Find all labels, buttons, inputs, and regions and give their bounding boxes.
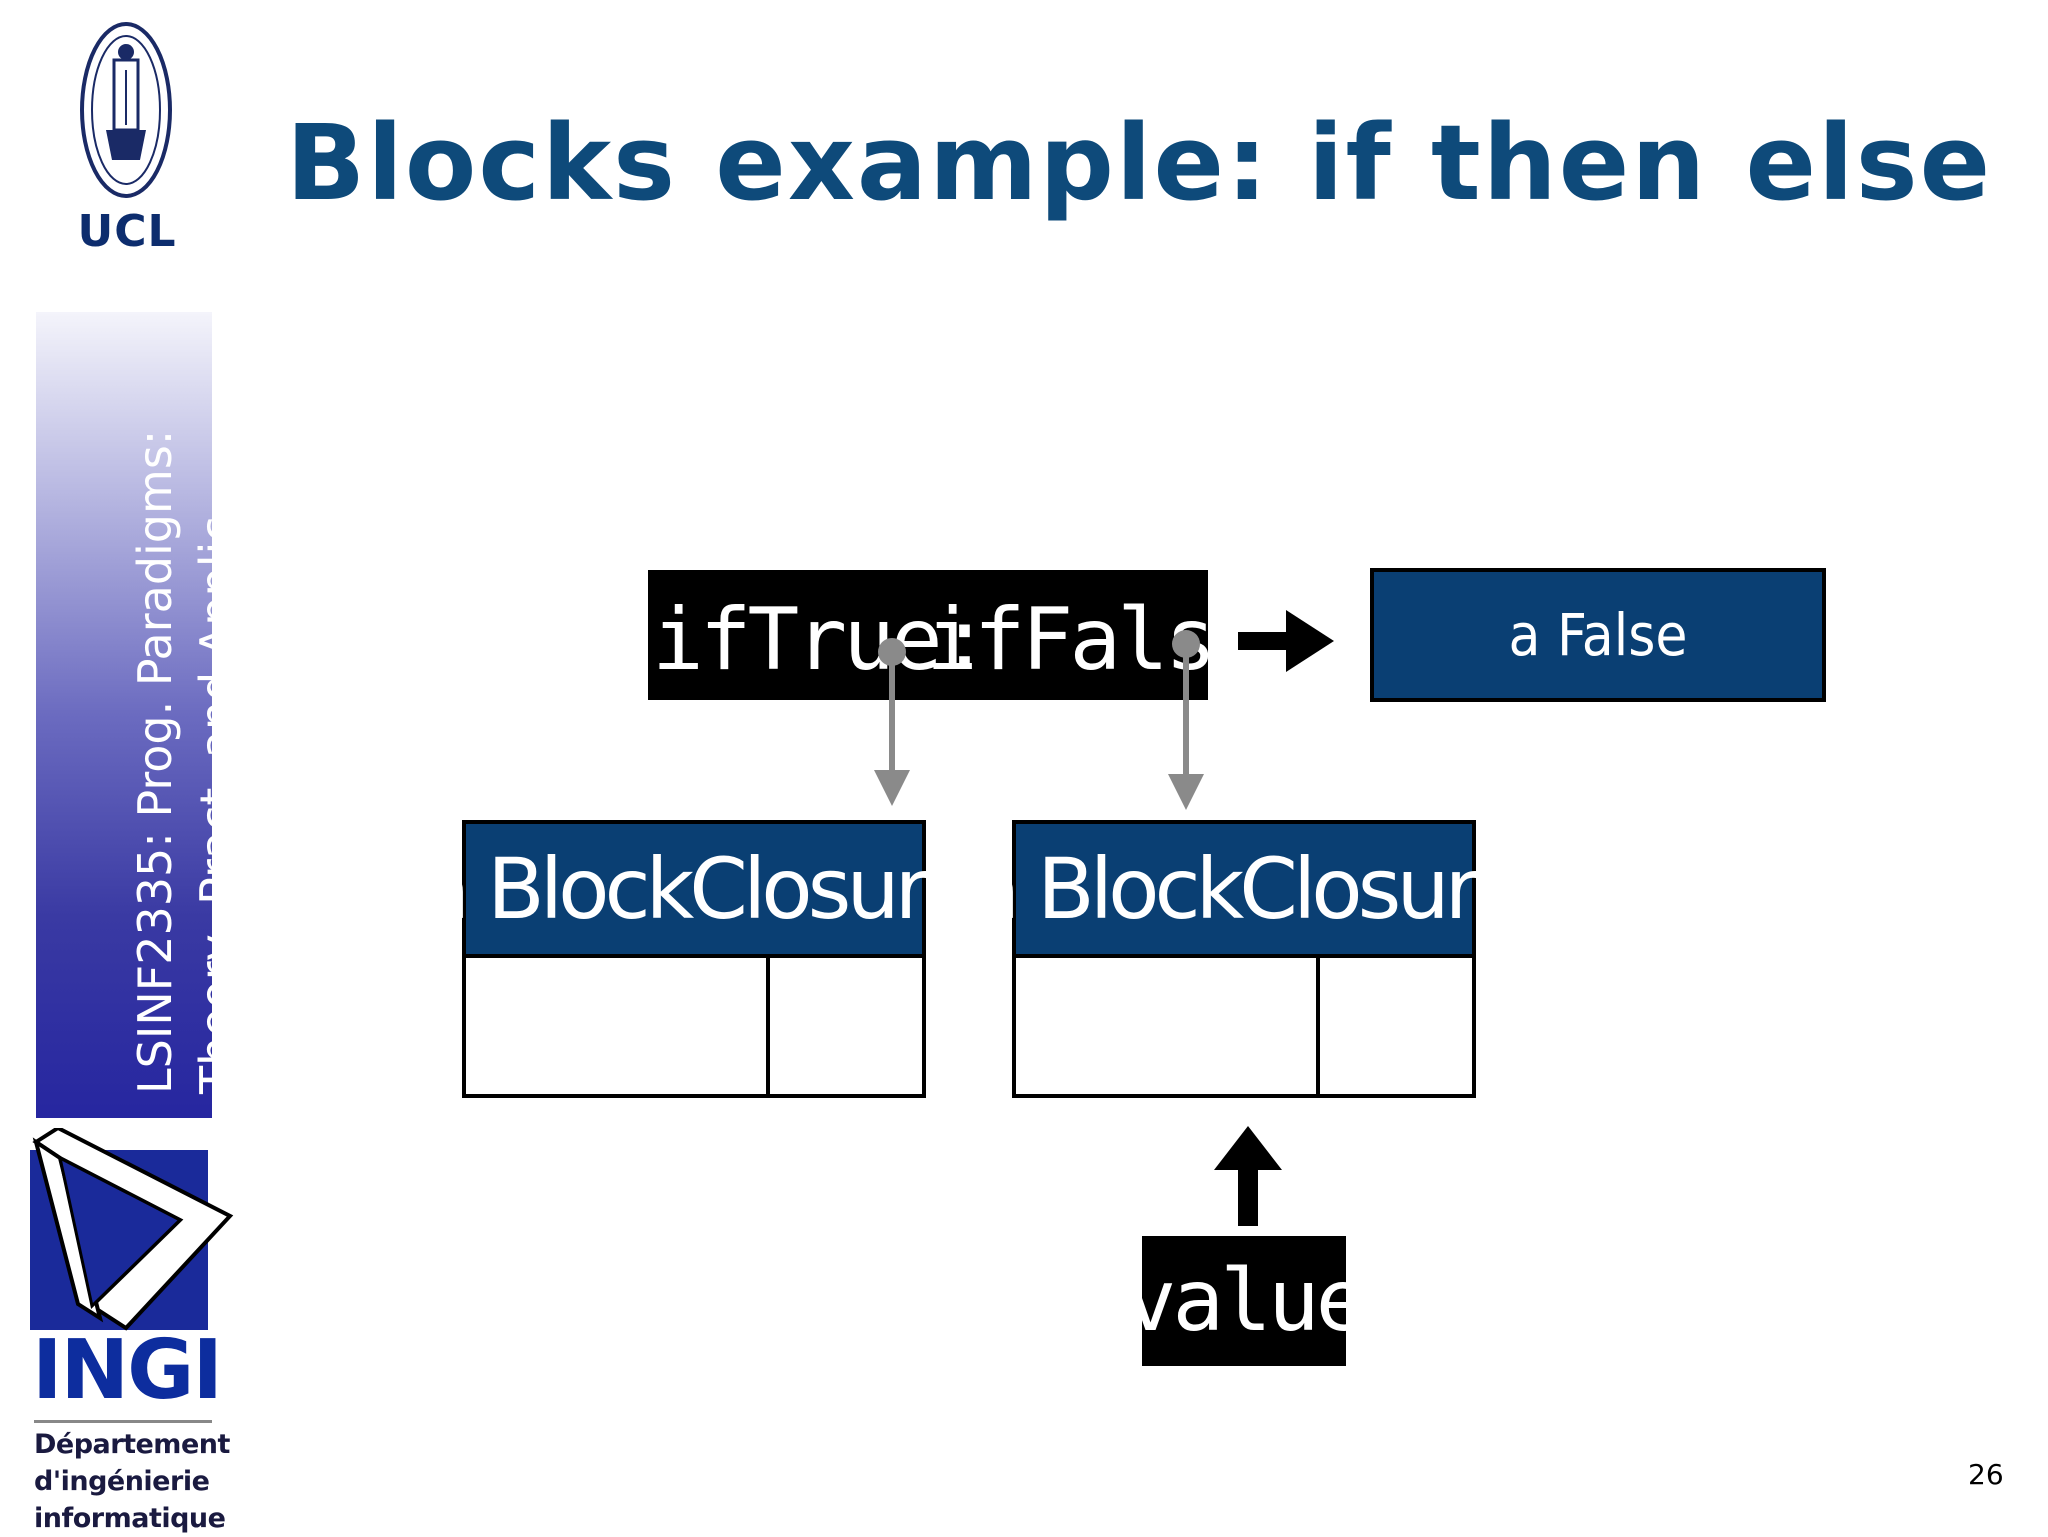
block-closure-false: a BlockClosure xyxy=(969,820,1524,1098)
block-closure-true-divider xyxy=(766,958,770,1094)
course-band xyxy=(36,312,212,1118)
course-title-line2: Theory, Pract. and Applic. xyxy=(190,501,244,1094)
block-closure-false-label: a BlockClosure xyxy=(969,824,1524,958)
block-closure-false-divider xyxy=(1316,958,1320,1094)
message-box: ifTrue: ifFalse: xyxy=(648,570,1312,700)
ingi-logo-text: INGI xyxy=(32,1323,223,1418)
ucl-logo-text: UCL xyxy=(77,206,177,257)
value-up-arrow-icon xyxy=(1214,1126,1282,1226)
department-name: Département d'ingénierie informatique xyxy=(34,1426,234,1537)
ucl-seal-icon xyxy=(80,22,172,198)
ingi-divider xyxy=(34,1420,212,1423)
course-title: LSINF2335: Prog. Paradigms: Theory, Prac… xyxy=(124,294,248,1094)
department-line3: informatique xyxy=(34,1503,226,1534)
course-title-line1: LSINF2335: Prog. Paradigms: xyxy=(128,429,182,1094)
slide-title: Blocks example: if then else xyxy=(286,102,1993,224)
block-closure-true-label: a BlockClosure xyxy=(419,824,974,958)
block-closure-true: a BlockClosure xyxy=(419,820,974,1098)
value-message-box: value xyxy=(1125,1236,1367,1366)
result-object-box: a False xyxy=(1370,568,1826,702)
department-line1: Département xyxy=(34,1429,230,1460)
iftrue-keyword: ifTrue: xyxy=(652,590,990,690)
department-line2: d'ingénierie xyxy=(34,1466,210,1497)
iffalse-keyword: ifFalse: xyxy=(926,590,1312,690)
page-number: 26 xyxy=(1968,1458,2004,1491)
ingi-triangle-logo-icon xyxy=(30,1128,234,1331)
